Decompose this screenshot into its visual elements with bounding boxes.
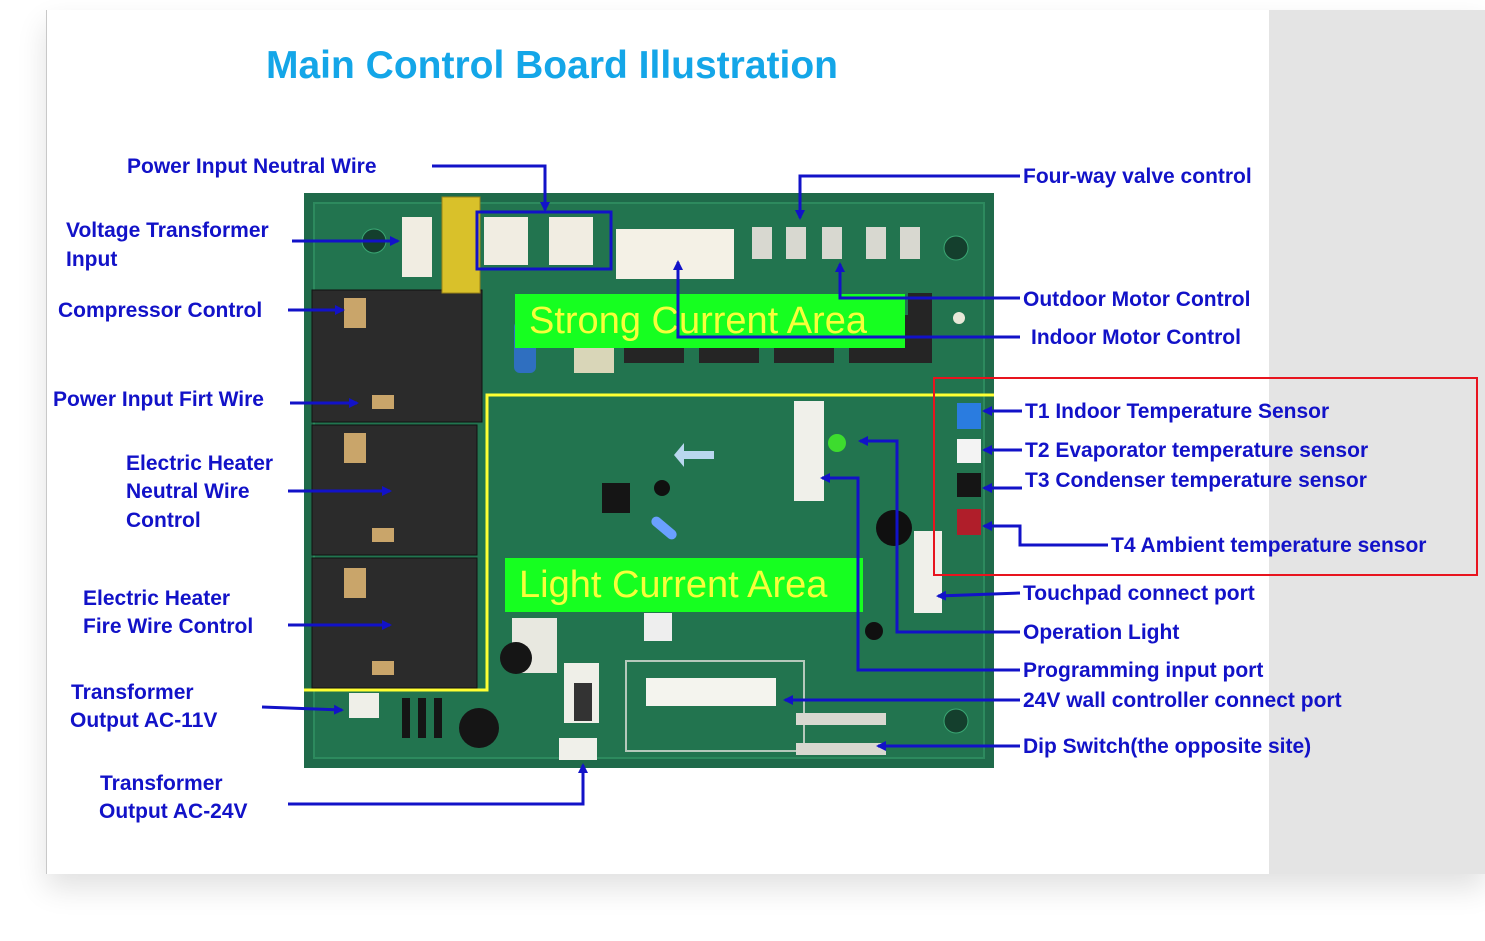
arrow-programming [820, 473, 1020, 672]
label-outdoor-motor: Outdoor Motor Control [1023, 288, 1251, 311]
label-t3-sensor: T3 Condenser temperature sensor [1025, 469, 1367, 492]
arrow-power-neutral [432, 164, 550, 212]
arrow-operation-light [858, 436, 1020, 634]
label-programming-port: Programming input port [1023, 659, 1264, 682]
label-power-input-neutral: Power Input Neutral Wire [127, 155, 377, 178]
label-heater-neutral-1: Electric Heater [126, 452, 274, 475]
light-current-area-label: Light Current Area [505, 558, 863, 612]
label-transformer-input-1: Voltage Transformer [66, 219, 269, 242]
label-heater-fire-1: Electric Heater [83, 587, 231, 610]
label-wall-controller-port: 24V wall controller connect port [1023, 689, 1342, 712]
label-out-24v-1: Transformer [100, 772, 223, 795]
arrow-out-11v [261, 704, 344, 715]
label-transformer-input-2: Input [66, 248, 118, 271]
light-area-boundary [304, 393, 994, 692]
arrow-four-way [795, 174, 1020, 220]
label-heater-neutral-2: Neutral Wire [126, 480, 250, 503]
side-panel [1269, 10, 1485, 874]
label-touchpad-port: Touchpad connect port [1023, 582, 1255, 605]
label-out-11v-2: Output AC-11V [70, 709, 218, 732]
neutral-connector-box [475, 210, 613, 271]
label-t2-sensor: T2 Evaporator temperature sensor [1025, 439, 1369, 462]
label-indoor-motor: Indoor Motor Control [1031, 326, 1241, 349]
arrow-outdoor-motor [835, 262, 1020, 300]
label-power-input-fire: Power Input Firt Wire [53, 388, 264, 411]
label-dip-switch: Dip Switch(the opposite site) [1023, 735, 1312, 758]
label-out-11v-1: Transformer [71, 681, 194, 704]
strong-current-area-label: Strong Current Area [515, 294, 905, 348]
sensor-group-box [933, 377, 1478, 576]
arrow-indoor-motor [673, 260, 1020, 339]
label-operation-light: Operation Light [1023, 621, 1180, 644]
label-t1-sensor: T1 Indoor Temperature Sensor [1025, 400, 1330, 423]
diagram-title: Main Control Board Illustration [266, 44, 838, 87]
label-heater-neutral-3: Control [126, 509, 201, 532]
arrow-touchpad [936, 590, 1021, 601]
label-t4-sensor: T4 Ambient temperature sensor [1111, 534, 1427, 557]
label-four-way-valve: Four-way valve control [1023, 165, 1252, 188]
label-compressor-control: Compressor Control [58, 299, 263, 322]
arrow-t4 [982, 521, 1108, 547]
label-heater-fire-2: Fire Wire Control [83, 615, 254, 638]
arrow-out-24v [288, 763, 588, 806]
label-out-24v-2: Output AC-24V [99, 800, 248, 823]
